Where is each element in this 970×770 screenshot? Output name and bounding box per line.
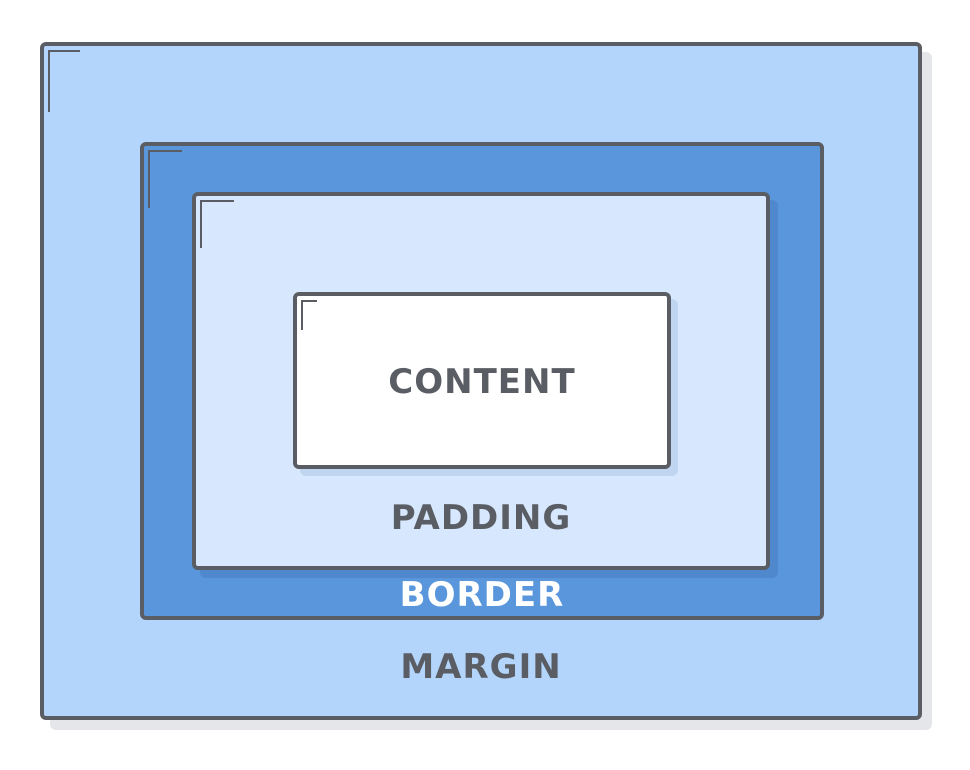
margin-label: MARGIN: [400, 647, 562, 687]
content-label: CONTENT: [388, 362, 576, 402]
border-label: BORDER: [399, 575, 565, 615]
padding-corner-mark: [200, 200, 234, 248]
border-corner-mark: [148, 150, 182, 208]
content-corner-mark: [301, 300, 317, 330]
margin-corner-mark: [48, 50, 80, 112]
content-box: [293, 292, 671, 469]
padding-label: PADDING: [390, 498, 572, 538]
